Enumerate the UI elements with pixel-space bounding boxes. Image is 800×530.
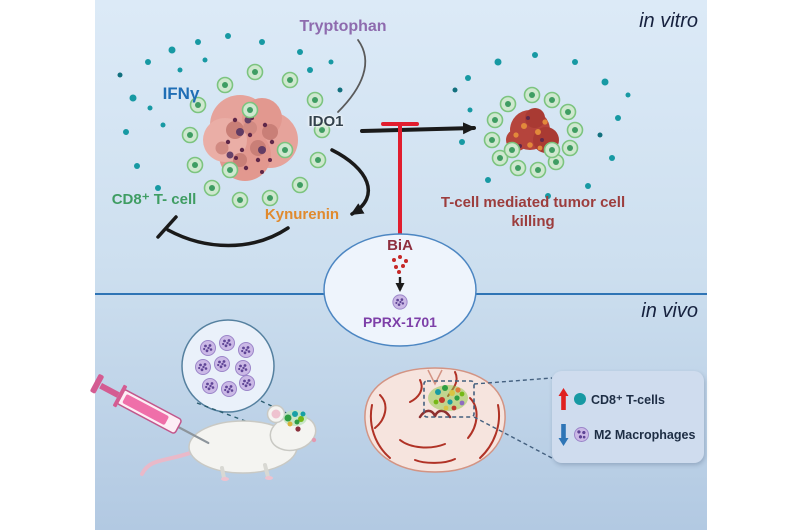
brain-tumor-region (428, 385, 468, 411)
brain-cross-section (364, 367, 506, 473)
bia-molecule-dots (392, 255, 408, 274)
pprx-1701-label: PPRX-1701 (363, 314, 437, 330)
legend-callout-lines (473, 377, 553, 459)
cd8-tcell-dot-icon (574, 393, 586, 406)
nanoparticle-zoom-circle (181, 319, 275, 413)
legend-item-cd8-tcells: CD8⁺ T-cells (558, 388, 698, 411)
legend-label-m2: M2 Macrophages (594, 427, 696, 442)
brain-vessels (370, 371, 500, 464)
legend-item-m2-macrophages: M2 Macrophages (558, 423, 698, 446)
m2-macrophage-dot-icon (574, 427, 589, 443)
up-arrow-icon (558, 388, 569, 411)
syringe-needle (177, 425, 210, 445)
legend-label-cd8: CD8⁺ T-cells (591, 392, 665, 407)
syringe (90, 374, 210, 445)
tumor-killing-cluster (483, 86, 584, 179)
ido1-to-kynurenin-arrow (330, 148, 371, 216)
kynurenin-label: Kynurenin (264, 206, 340, 223)
tcell-killing-label: T-cell mediated tumor cell killing (440, 194, 626, 230)
ido1-to-killing-arrow (360, 122, 476, 135)
mouse-brain-tumor (283, 410, 307, 427)
teal-cytokine-dots (117, 33, 631, 199)
cd8-tcell-label: CD8⁺ T- cell (111, 191, 197, 208)
legend: CD8⁺ T-cells M2 Macrophages (552, 371, 704, 463)
down-arrow-icon (558, 423, 569, 446)
inhibition-cap-black (156, 215, 178, 239)
brain-ventricles (418, 409, 452, 419)
section-label-in-vivo: in vivo (641, 300, 698, 322)
tumor-highlight-box (423, 380, 475, 418)
tryptophan-to-ido1-line (337, 39, 367, 113)
section-label-in-vitro: in vitro (639, 10, 698, 32)
mouse (140, 404, 317, 481)
mouse-nose (311, 437, 317, 443)
pprx-nanoparticle-icon (392, 294, 408, 310)
mouse-tail (140, 450, 195, 476)
ido1-label: IDO1 (308, 113, 344, 130)
mouse-eye (295, 426, 301, 432)
tryptophan-label: Tryptophan (299, 18, 387, 35)
kynurenin-inhibits-cd8-line (166, 226, 290, 248)
bia-inhibits-ido1-tbar (381, 122, 419, 242)
bia-label: BiA (387, 237, 413, 254)
bia-pprx-ellipse (323, 233, 477, 347)
ifn-gamma-label: IFNγ (162, 84, 200, 103)
tumor-cell-cluster (181, 63, 331, 209)
